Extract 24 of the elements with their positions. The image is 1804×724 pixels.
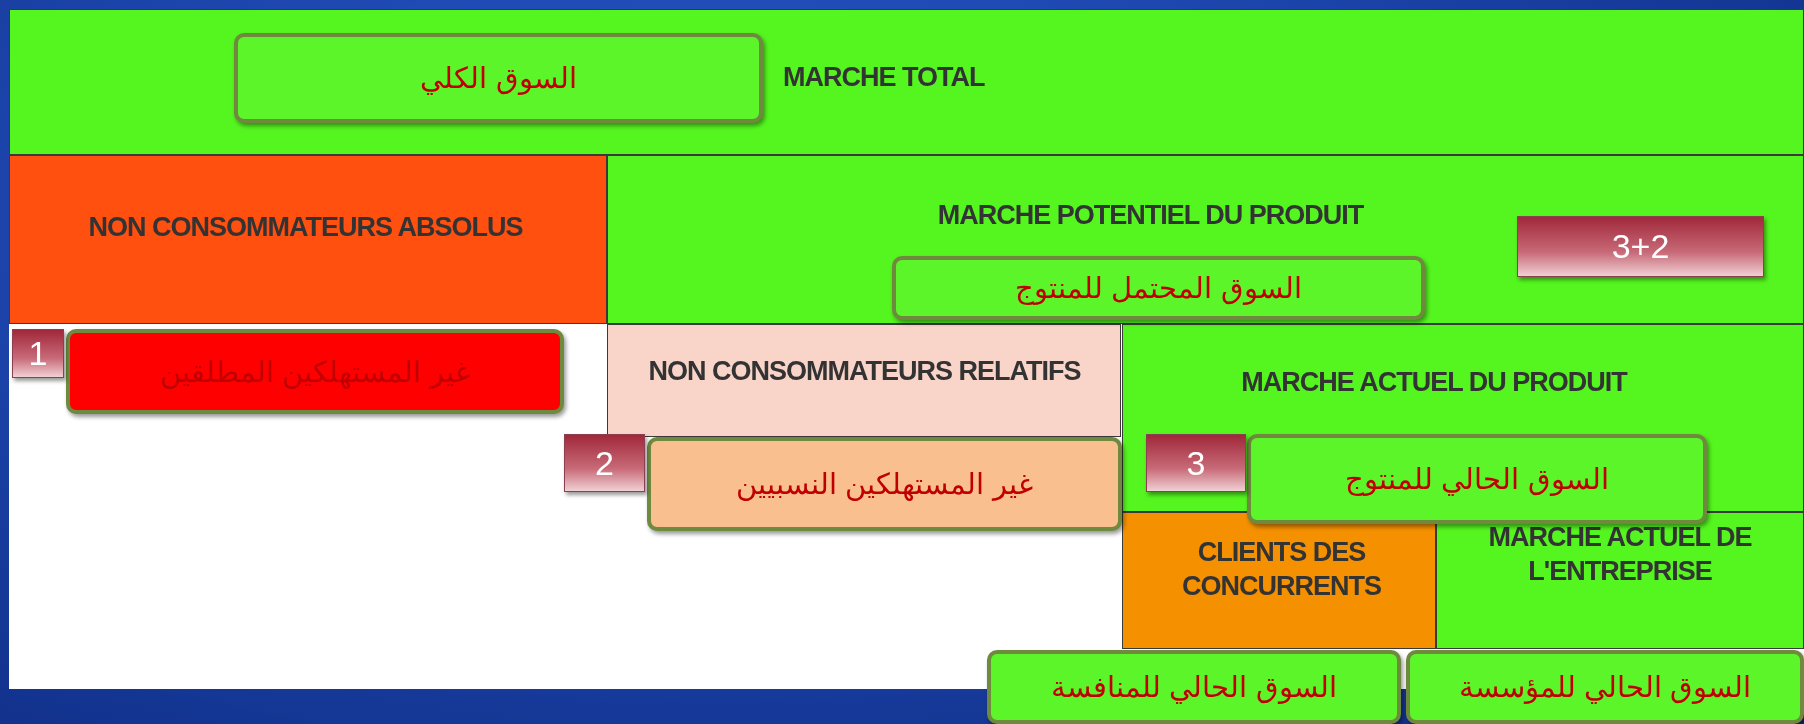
callout-box: السوق الحالي للمنتوج [1247,434,1707,524]
callout-box: السوق الحالي للمنافسة [987,650,1401,724]
market-segment-box [1436,512,1804,649]
callout-box: السوق الحالي للمؤسسة [1406,650,1804,724]
segment-label: MARCHE ACTUEL DE L'ENTREPRISE [1487,521,1753,588]
segment-label: NON CONSOMMATEURS RELATIFS [647,355,1082,388]
segment-label: NON CONSOMMATEURS ABSOLUS [87,211,524,244]
callout-box: السوق الكلي [234,33,763,123]
number-badge: 1 [12,329,64,378]
market-segment-box [9,9,1804,155]
number-badge: 2 [564,434,645,492]
market-segment-box [1122,512,1436,649]
segment-label: MARCHE ACTUEL DU PRODUIT [1240,366,1629,399]
segment-label: MARCHE POTENTIEL DU PRODUIT [936,199,1365,232]
callout-box: غير المستهلكين النسبيين [647,437,1122,531]
callout-box: غير المستهلكين المطلقين [66,329,564,414]
market-segment-box [607,324,1121,437]
market-segment-box [9,155,607,324]
number-badge: 3 [1146,434,1246,492]
segment-label: CLIENTS DES CONCURRENTS [1181,536,1382,603]
callout-box: السوق المحتمل للمنتوج [892,256,1425,320]
market-segment-box [607,155,1804,324]
number-badge: 3+2 [1517,216,1764,277]
segment-label: MARCHE TOTAL [783,61,986,94]
